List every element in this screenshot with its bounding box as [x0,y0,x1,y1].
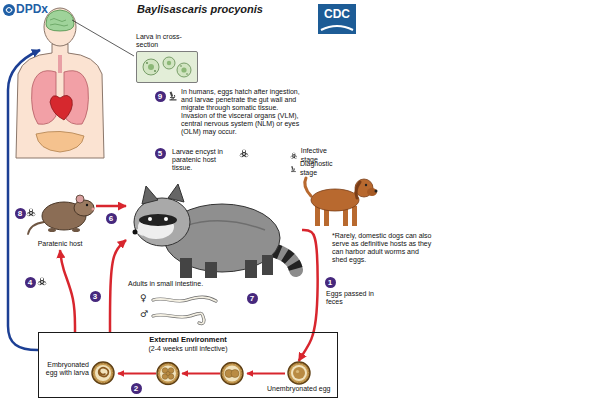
egg-development-arrows [118,373,285,374]
biohazard-icon [240,150,248,158]
egg-stage: Unembryonated egg [267,361,330,393]
logo-text: DPDx [16,3,48,15]
step-description: Larvae encyst in paratenic host tissue. [172,148,236,172]
node-label: External Environment [39,336,337,345]
legend: Infective stageDiagnostic stage [290,149,336,175]
dpdx-logo-icon [3,4,15,16]
callout-number: 4 [25,277,36,288]
callout-number: 8 [15,208,26,219]
cycle-arrow [299,230,318,361]
host-figure: Adults in small intestine. [126,182,302,290]
raccoon-definitive-host [133,184,297,278]
cleaving-egg [157,363,179,385]
egg-stage: Embryonated egg with larva [43,361,115,385]
callout-number: 7 [247,293,258,304]
leader-line [72,20,134,56]
node-label: Unembryonated egg [267,385,330,393]
footnote: *Rarely, domestic dogs can also serve as… [332,232,432,264]
paratenic-host-rodent [28,195,95,234]
step-description: Eggs passed in feces [326,290,382,306]
biohazard-icon [290,151,298,161]
infection-arrow [8,50,40,350]
cycle-arrow [96,205,126,208]
logo-text: CDC [318,8,356,20]
cdc-logo [318,4,356,34]
legend-item: Diagnostic stage [290,162,336,175]
legend-text: Diagnostic stage [300,160,336,176]
node-label: Adults in small intestine. [126,280,302,288]
microscope-icon [170,92,177,101]
node-label: Larva in cross-section [136,33,198,49]
node-label: Embryonated egg with larva [43,361,89,377]
larva-cross-section [137,52,197,82]
egg-figure [91,361,115,385]
inset-box: Larva in cross-section [136,33,198,83]
callout-number: 6 [106,213,117,224]
callout-number: 9 [155,91,166,102]
legend-item: Infective stage [290,149,336,162]
node-sublabel: (2-4 weeks until infective) [39,345,337,353]
host-figure: Paratenic host [24,184,96,250]
adult-worms [153,297,216,323]
callout-number: 5 [155,148,166,159]
cycle-arrow [60,250,75,332]
sex-symbol: ♂ [140,310,148,319]
step-description: In humans, eggs hatch after ingestion, a… [181,88,303,136]
dog-figure [305,178,378,226]
inset-frame [136,51,198,83]
biohazard-icon [27,209,35,217]
cycle-arrow [110,240,126,332]
callout-number: 2 [131,383,142,394]
sex-symbol: ♀ [140,294,147,303]
biohazard-icon [38,278,46,286]
environment-box: External Environment(2-4 weeks until inf… [38,332,338,398]
node-label: Paratenic host [24,240,96,248]
cleaving-egg [221,363,243,385]
callout-number: 1 [325,277,336,288]
microscope-icon [290,164,297,174]
callout-number: 3 [90,291,101,302]
egg-figure [287,361,311,385]
